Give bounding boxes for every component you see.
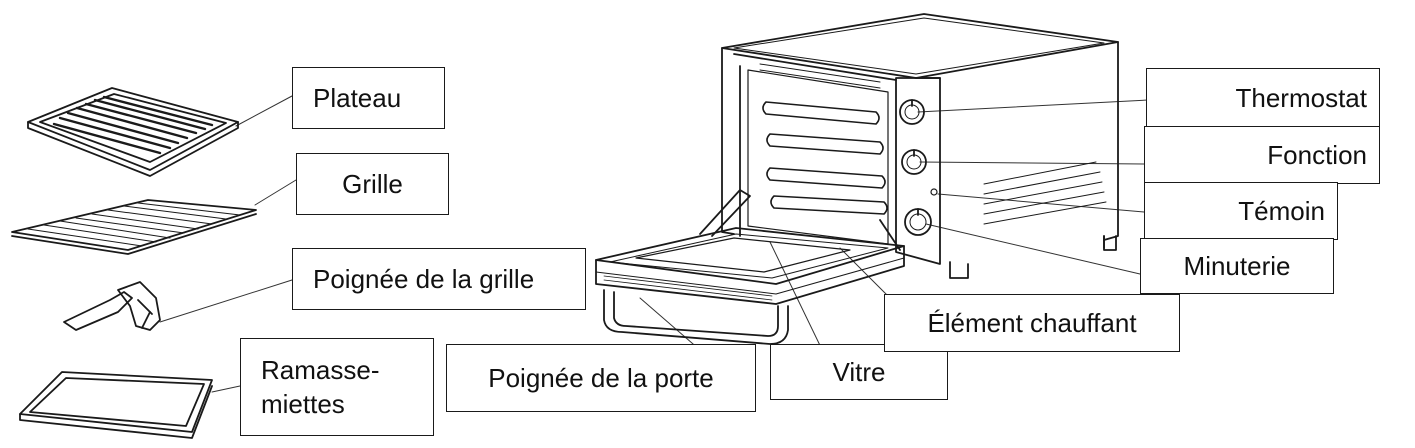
label-thermostat: Thermostat — [1146, 68, 1380, 128]
label-fonction: Fonction — [1144, 126, 1380, 184]
label-poignee-grille: Poignée de la grille — [292, 248, 586, 310]
label-poignee-porte: Poignée de la porte — [446, 344, 756, 412]
label-plateau-text: Plateau — [313, 83, 402, 113]
label-grille: Grille — [296, 153, 449, 215]
label-grille-text: Grille — [342, 169, 403, 199]
indicator-light — [930, 188, 938, 196]
label-fonction-text: Fonction — [1267, 140, 1367, 170]
label-element-chauffant: Élément chauffant — [884, 294, 1180, 352]
label-temoin: Témoin — [1144, 182, 1338, 240]
oven-drawing — [595, 13, 1119, 345]
label-poignee-grille-text: Poignée de la grille — [313, 264, 535, 294]
knob-minuterie — [904, 208, 932, 236]
rack-drawing — [11, 199, 257, 255]
crumb-tray-drawing — [19, 371, 213, 439]
label-ramasse-miettes: Ramasse- miettes — [240, 338, 434, 436]
rack-handle-drawing — [63, 281, 161, 331]
label-ramasse-line1: Ramasse- — [261, 355, 380, 385]
knob-fonction — [901, 149, 927, 175]
label-minuterie: Minuterie — [1140, 238, 1334, 294]
label-plateau: Plateau — [292, 67, 445, 129]
tray-drawing — [27, 87, 239, 177]
label-vitre: Vitre — [770, 344, 948, 400]
leader-lines — [159, 95, 1149, 393]
label-thermostat-text: Thermostat — [1235, 83, 1368, 113]
label-vitre-text: Vitre — [832, 357, 886, 387]
label-temoin-text: Témoin — [1238, 196, 1325, 226]
label-minuterie-text: Minuterie — [1183, 251, 1291, 281]
label-ramasse-line2: miettes — [261, 389, 345, 419]
label-element-chauffant-text: Élément chauffant — [927, 308, 1137, 338]
knob-thermostat — [899, 99, 925, 125]
label-poignee-porte-text: Poignée de la porte — [488, 363, 714, 393]
